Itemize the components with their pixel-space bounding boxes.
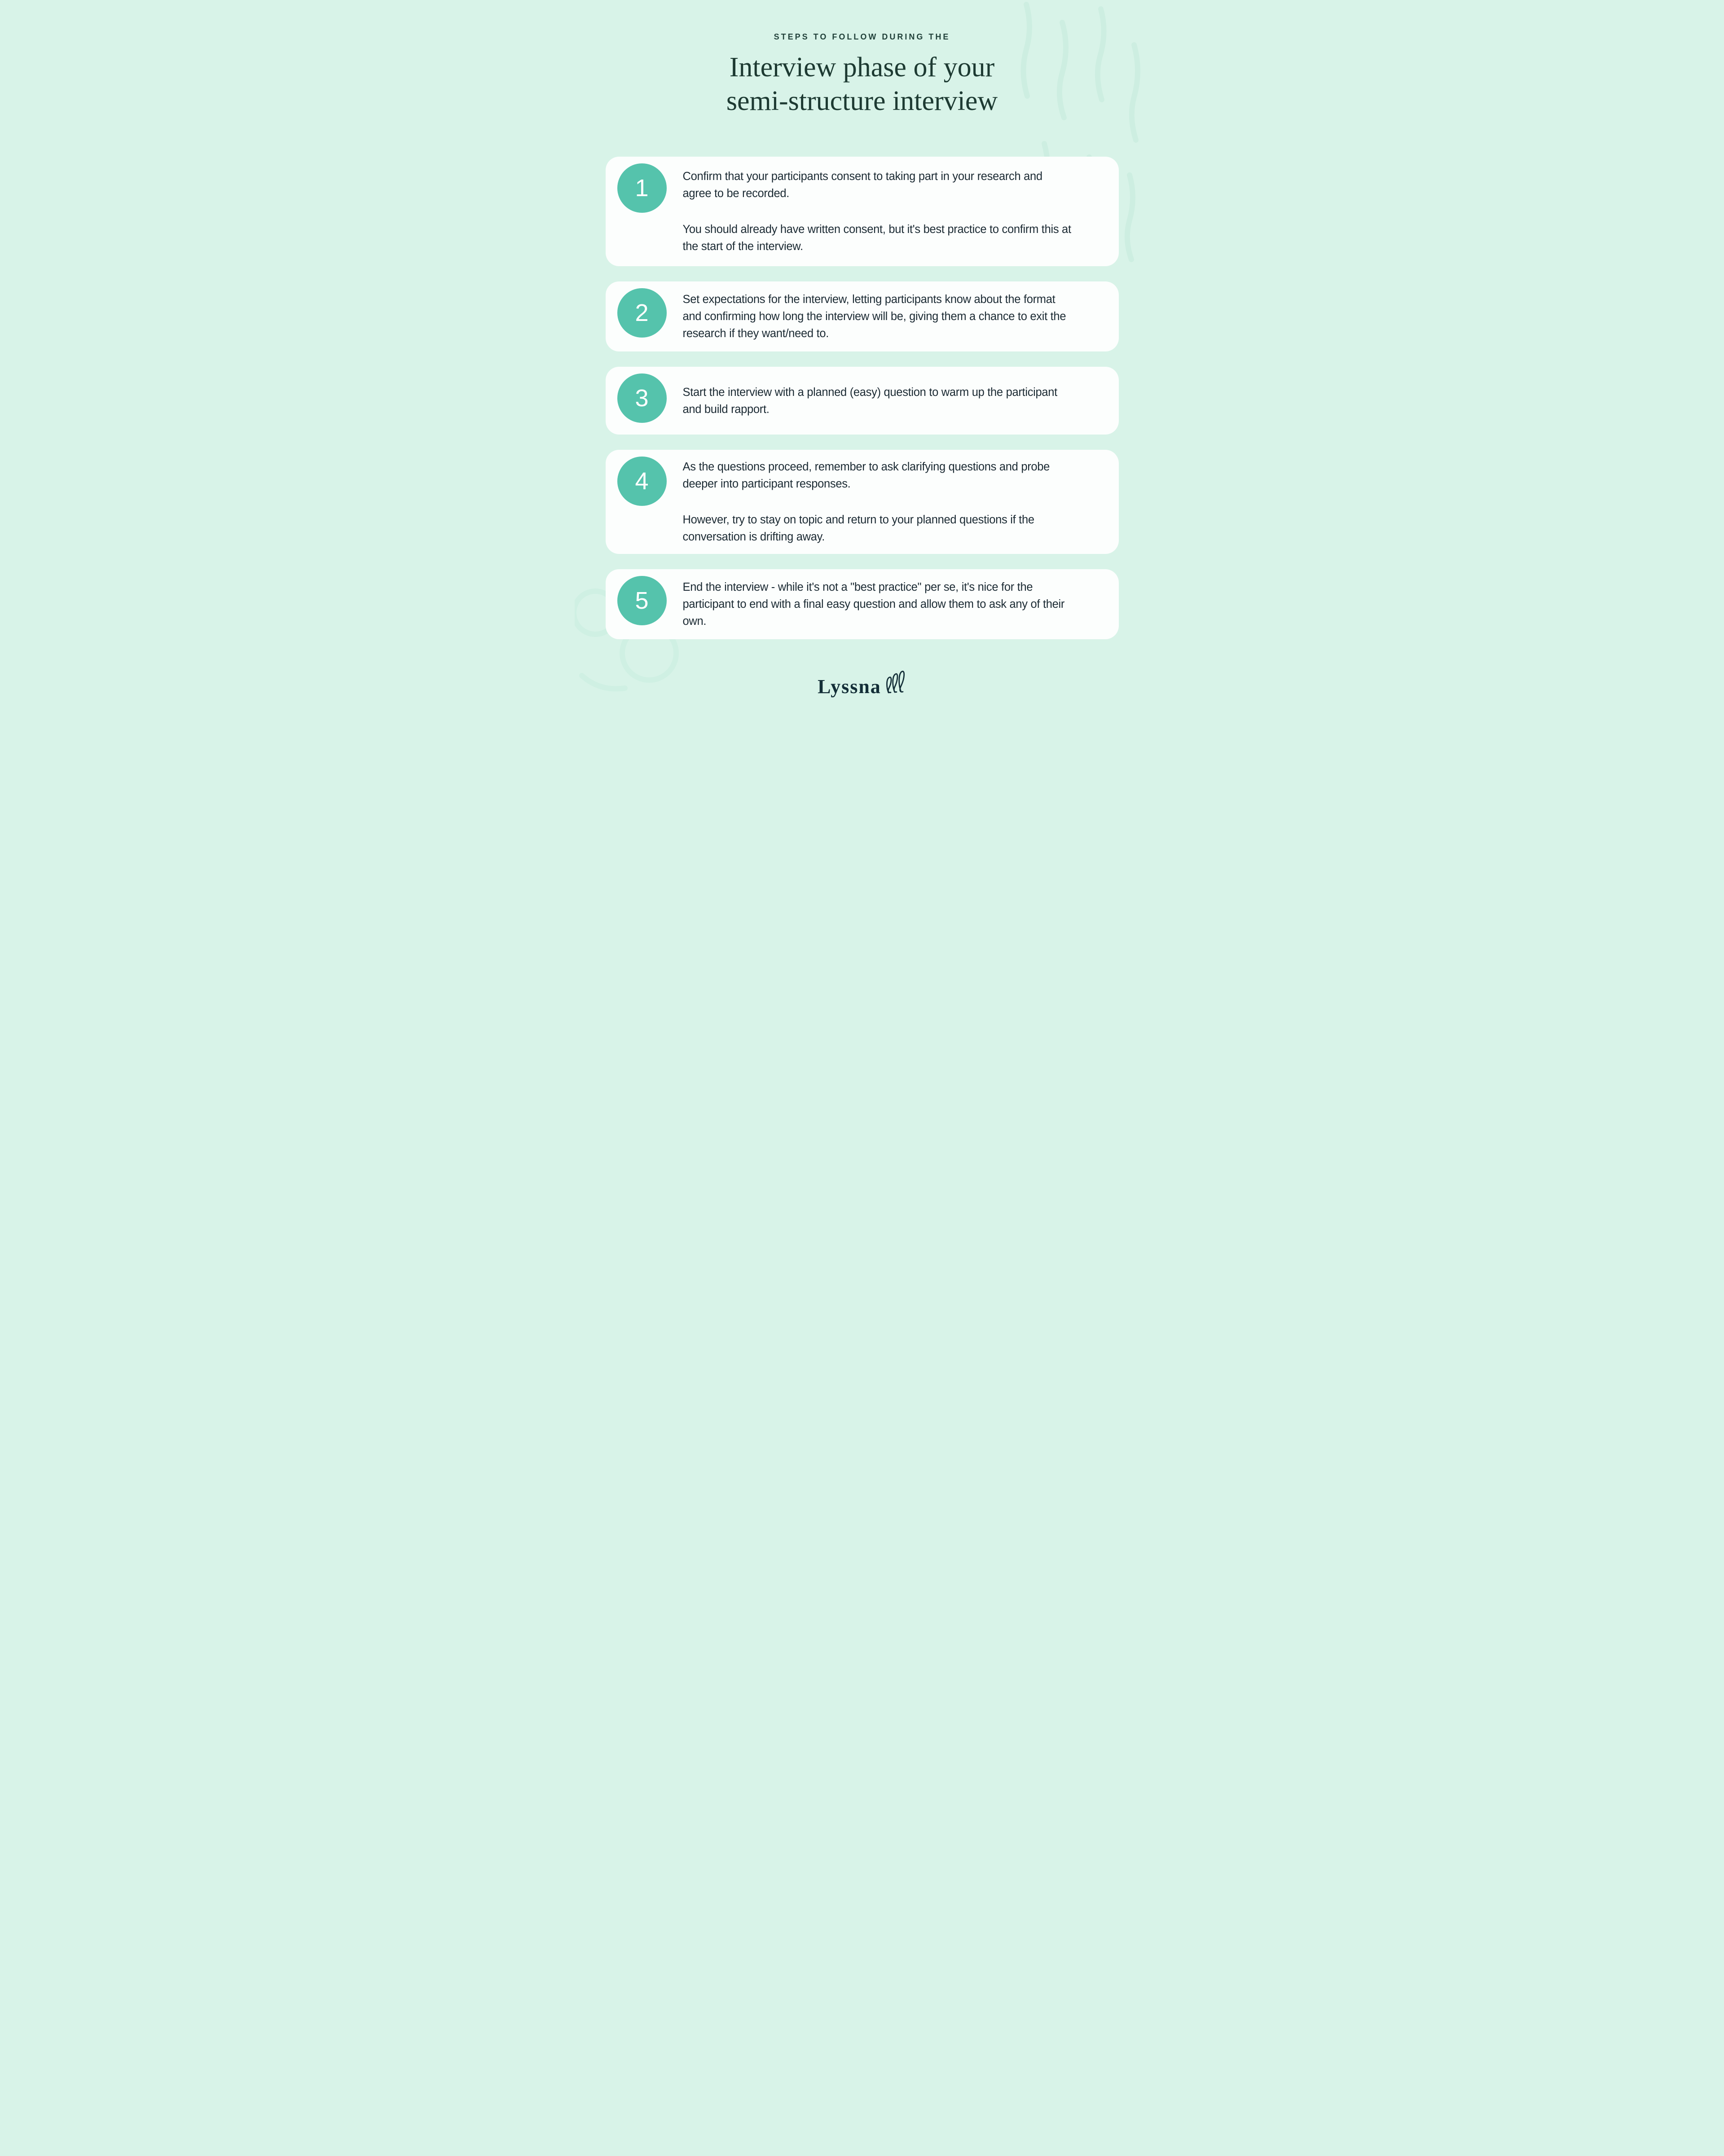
step-text-block: As the questions proceed, remember to as… [683,458,1110,545]
page-title: Interview phase of your semi-structure i… [726,52,998,116]
steps-list: 1 Confirm that your participants consent… [605,157,1119,639]
step-text-block: Set expectations for the interview, lett… [683,291,1110,342]
step-paragraph: However, try to stay on topic and return… [682,514,1035,543]
scribble-loops-icon [886,671,905,694]
footer: Lyssna [575,670,1149,697]
step-number-badge: 3 [617,373,667,423]
step-card-3: 3 Start the interview with a planned (ea… [605,367,1119,435]
step-number: 1 [635,175,649,202]
brand-wordmark: Lyssna [818,676,881,698]
step-number-badge: 4 [617,457,667,506]
step-text-block: End the interview - while it's not a "be… [683,579,1110,630]
eyebrow-heading: STEPS TO FOLLOW DURING THE [774,32,950,41]
step-card-1: 1 Confirm that your participants consent… [605,157,1119,266]
step-paragraph: End the interview - while it's not a "be… [682,581,1065,628]
step-paragraph: Start the interview with a planned (easy… [682,386,1058,416]
infographic-page: STEPS TO FOLLOW DURING THE Interview pha… [575,0,1149,719]
step-paragraph: Set expectations for the interview, lett… [682,293,1066,340]
step-text-block: Confirm that your participants consent t… [683,168,1110,255]
step-paragraph: You should already have written consent,… [682,223,1072,253]
step-paragraph: As the questions proceed, remember to as… [682,461,1050,490]
step-number-badge: 1 [617,163,667,213]
step-card-4: 4 As the questions proceed, remember to … [605,450,1119,554]
step-card-5: 5 End the interview - while it's not a "… [605,569,1119,639]
step-paragraph: Confirm that your participants consent t… [682,170,1043,200]
step-number-badge: 2 [617,288,667,338]
step-number: 3 [635,385,649,412]
step-number-badge: 5 [617,576,667,625]
header: STEPS TO FOLLOW DURING THE Interview pha… [575,0,1149,118]
step-number: 2 [635,299,649,326]
step-number: 5 [635,587,649,614]
step-text-block: Start the interview with a planned (easy… [683,384,1110,418]
step-card-2: 2 Set expectations for the interview, le… [605,281,1119,351]
step-number: 4 [635,468,649,495]
